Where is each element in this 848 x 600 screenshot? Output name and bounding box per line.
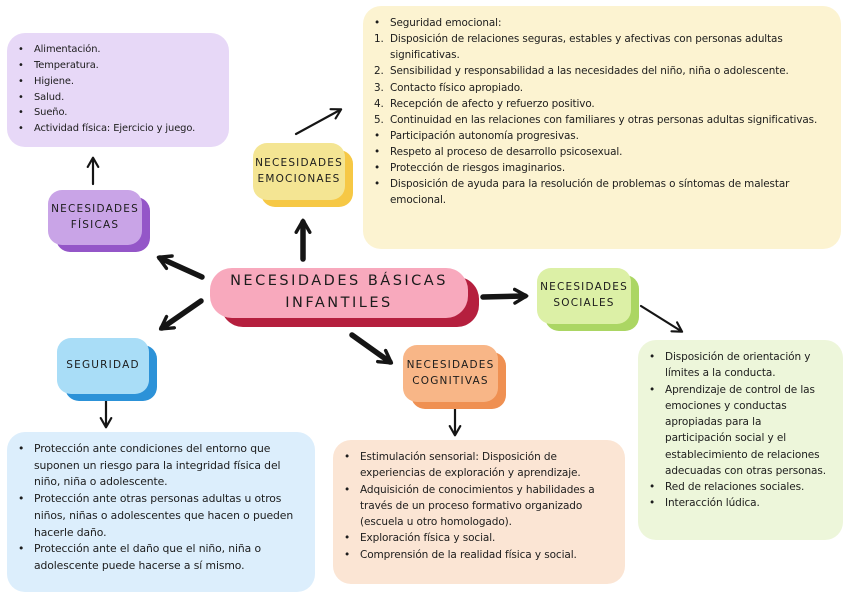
arrow-center-to-seguridad xyxy=(158,298,204,331)
list-item: Actividad física: Ejercicio y juego. xyxy=(17,121,217,137)
detail-box-emocionales: Seguridad emocional:Disposición de relac… xyxy=(363,6,841,249)
arrow-center-to-fisicas xyxy=(156,254,205,280)
list-item: Protección ante otras personas adultas u… xyxy=(17,491,303,541)
node-necesidades-cognitivas-label: NECESIDADES COGNITIVAS xyxy=(406,358,495,387)
list-item: Exploración física y social. xyxy=(343,530,613,547)
seguridad-item-list: Protección ante condiciones del entorno … xyxy=(17,441,303,575)
sociales-item-list: Disposición de orientación y límites a l… xyxy=(648,349,831,512)
node-necesidades-fisicas: NECESIDADES FÍSICAS xyxy=(48,190,142,245)
node-necesidades-cognitivas: NECESIDADES COGNITIVAS xyxy=(403,345,498,402)
list-item: Comprensión de la realidad física y soci… xyxy=(343,547,613,564)
list-item: Disposición de relaciones seguras, estab… xyxy=(373,31,829,63)
node-necesidades-emocionales-label: NECESIDADES EMOCIONAES xyxy=(255,156,343,185)
node-necesidades-sociales: NECESIDADES SOCIALES xyxy=(537,268,631,324)
detail-box-seguridad: Protección ante condiciones del entorno … xyxy=(7,432,315,592)
list-item: Temperatura. xyxy=(17,58,217,74)
list-item: Higiene. xyxy=(17,74,217,90)
center-node-necesidades-basicas-infantiles: NECESIDADES BÁSICAS INFANTILES xyxy=(210,268,468,318)
node-seguridad: SEGURIDAD xyxy=(57,338,149,394)
list-item: Interacción lúdica. xyxy=(648,495,831,512)
list-item: Participación autonomía progresivas. xyxy=(373,128,829,144)
detail-box-sociales: Disposición de orientación y límites a l… xyxy=(638,340,843,540)
list-item: Alimentación. xyxy=(17,42,217,58)
list-item: Red de relaciones sociales. xyxy=(648,479,831,496)
arrow-sociales-to-detail xyxy=(639,304,684,333)
detail-box-fisicas: Alimentación.Temperatura.Higiene.Salud.S… xyxy=(7,33,229,147)
arrow-center-to-cognitivas xyxy=(349,332,394,365)
list-item: Salud. xyxy=(17,90,217,106)
list-item: Protección ante condiciones del entorno … xyxy=(17,441,303,491)
list-item: Sensibilidad y responsabilidad a las nec… xyxy=(373,63,829,79)
list-item: Estimulación sensorial: Disposición de e… xyxy=(343,449,613,482)
list-item: Respeto al proceso de desarrollo psicose… xyxy=(373,144,829,160)
list-item: Disposición de ayuda para la resolución … xyxy=(373,176,829,208)
node-necesidades-emocionales: NECESIDADES EMOCIONAES xyxy=(253,143,345,200)
cognitivas-item-list: Estimulación sensorial: Disposición de e… xyxy=(343,449,613,563)
list-item: Continuidad en las relaciones con famili… xyxy=(373,112,829,128)
center-node-label: NECESIDADES BÁSICAS INFANTILES xyxy=(230,273,448,311)
list-item: Seguridad emocional: xyxy=(373,15,829,31)
list-item: Disposición de orientación y límites a l… xyxy=(648,349,831,382)
node-necesidades-sociales-label: NECESIDADES SOCIALES xyxy=(540,281,628,309)
list-item: Protección ante el daño que el niño, niñ… xyxy=(17,541,303,574)
arrow-emocionales-to-detail xyxy=(294,108,343,136)
list-item: Contacto físico apropiado. xyxy=(373,80,829,96)
list-item: Aprendizaje de control de las emociones … xyxy=(648,382,831,480)
detail-box-cognitivas: Estimulación sensorial: Disposición de e… xyxy=(333,440,625,584)
arrow-center-to-sociales xyxy=(480,287,529,305)
node-necesidades-fisicas-label: NECESIDADES FÍSICAS xyxy=(51,202,139,231)
list-item: Protección de riesgos imaginarios. xyxy=(373,160,829,176)
list-item: Recepción de afecto y refuerzo positivo. xyxy=(373,96,829,112)
fisicas-item-list: Alimentación.Temperatura.Higiene.Salud.S… xyxy=(17,42,217,137)
list-item: Sueño. xyxy=(17,105,217,121)
list-item: Adquisición de conocimientos y habilidad… xyxy=(343,482,613,531)
emocionales-item-list: Seguridad emocional:Disposición de relac… xyxy=(373,15,829,209)
node-seguridad-label: SEGURIDAD xyxy=(66,359,140,372)
